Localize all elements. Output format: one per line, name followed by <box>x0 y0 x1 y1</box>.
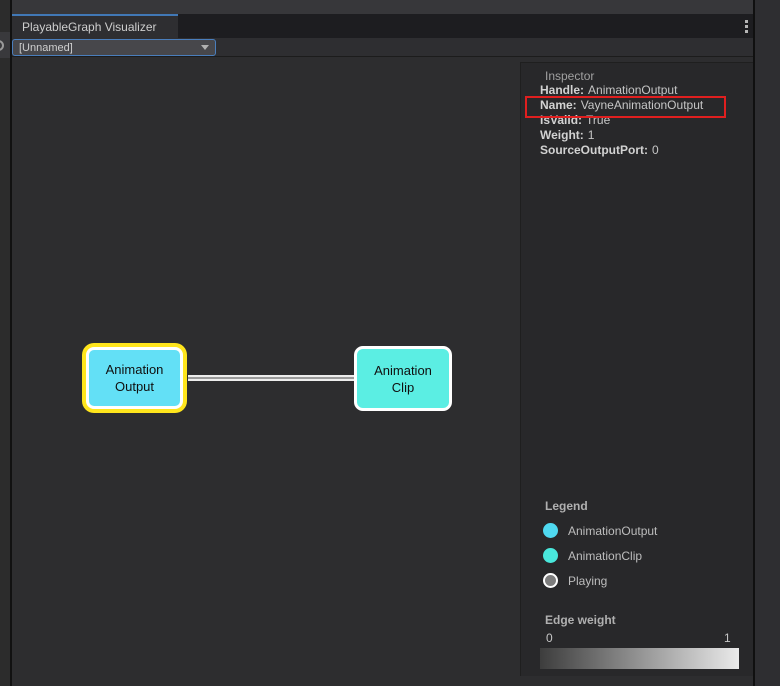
field-value: VayneAnimationOutput <box>581 98 704 112</box>
legend: AnimationOutput AnimationClip Playing <box>543 521 743 596</box>
tab-bar: PlayableGraph Visualizer <box>12 14 753 38</box>
chevron-down-icon <box>201 45 209 50</box>
animationclip-color-swatch-icon <box>543 548 558 563</box>
field-label: Weight: <box>540 128 584 142</box>
animationoutput-color-swatch-icon <box>543 523 558 538</box>
node-animation-output[interactable]: Animation Output <box>82 343 187 413</box>
legend-item-animationclip: AnimationClip <box>543 546 743 565</box>
edge-weight-title: Edge weight <box>545 613 616 627</box>
node-label-line: Animation <box>106 361 164 378</box>
edge-weight-gradient-bar <box>540 648 739 669</box>
field-value: 1 <box>588 128 595 142</box>
tab-title: PlayableGraph Visualizer <box>22 20 157 34</box>
node-label-line: Animation <box>374 362 432 379</box>
kebab-menu-icon <box>745 20 748 23</box>
field-label: SourceOutputPort: <box>540 143 648 157</box>
legend-item-playing: Playing <box>543 571 743 590</box>
legend-item-label: AnimationClip <box>568 549 642 563</box>
playing-color-swatch-icon <box>543 573 558 588</box>
adjacent-panel-edge-right <box>755 0 780 686</box>
kebab-menu-icon <box>745 25 748 28</box>
graph-toolbar: [Unnamed] <box>12 38 753 57</box>
field-value: True <box>586 113 610 127</box>
legend-item-animationoutput: AnimationOutput <box>543 521 743 540</box>
legend-title: Legend <box>545 499 588 513</box>
edge-weight-min-label: 0 <box>546 631 553 645</box>
node-label-line: Clip <box>392 379 414 396</box>
legend-item-label: Playing <box>568 574 607 588</box>
node-animation-output-body: Animation Output <box>86 347 183 409</box>
field-label: Name: <box>540 98 577 112</box>
inspector-field-weight: Weight: 1 <box>540 128 750 143</box>
window-top-strip <box>12 0 753 14</box>
field-label: Handle: <box>540 83 584 97</box>
node-label-line: Output <box>115 378 154 395</box>
kebab-menu-icon <box>745 30 748 33</box>
legend-item-label: AnimationOutput <box>568 524 657 538</box>
edge-weight-max-label: 1 <box>724 631 731 645</box>
inspector-title: Inspector <box>545 69 594 83</box>
window-menu-button[interactable] <box>738 18 754 35</box>
tab-playablegraph-visualizer[interactable]: PlayableGraph Visualizer <box>12 14 178 38</box>
graph-edge <box>188 375 355 381</box>
graph-selector-dropdown[interactable]: [Unnamed] <box>12 39 216 56</box>
adjacent-panel-edge-left <box>0 0 10 686</box>
inspector-field-handle: Handle: AnimationOutput <box>540 83 750 98</box>
field-value: 0 <box>652 143 659 157</box>
inspector-field-isvalid: IsValid: True <box>540 113 750 128</box>
node-animation-clip[interactable]: Animation Clip <box>354 346 452 411</box>
graph-selector-value: [Unnamed] <box>19 42 201 54</box>
field-label: IsValid: <box>540 113 582 127</box>
inspector-field-name: Name: VayneAnimationOutput <box>540 98 750 113</box>
field-value: AnimationOutput <box>588 83 677 97</box>
inspector-fields: Handle: AnimationOutput Name: VayneAnimati… <box>540 83 750 158</box>
inspector-field-sourceoutputport: SourceOutputPort: 0 <box>540 143 750 158</box>
